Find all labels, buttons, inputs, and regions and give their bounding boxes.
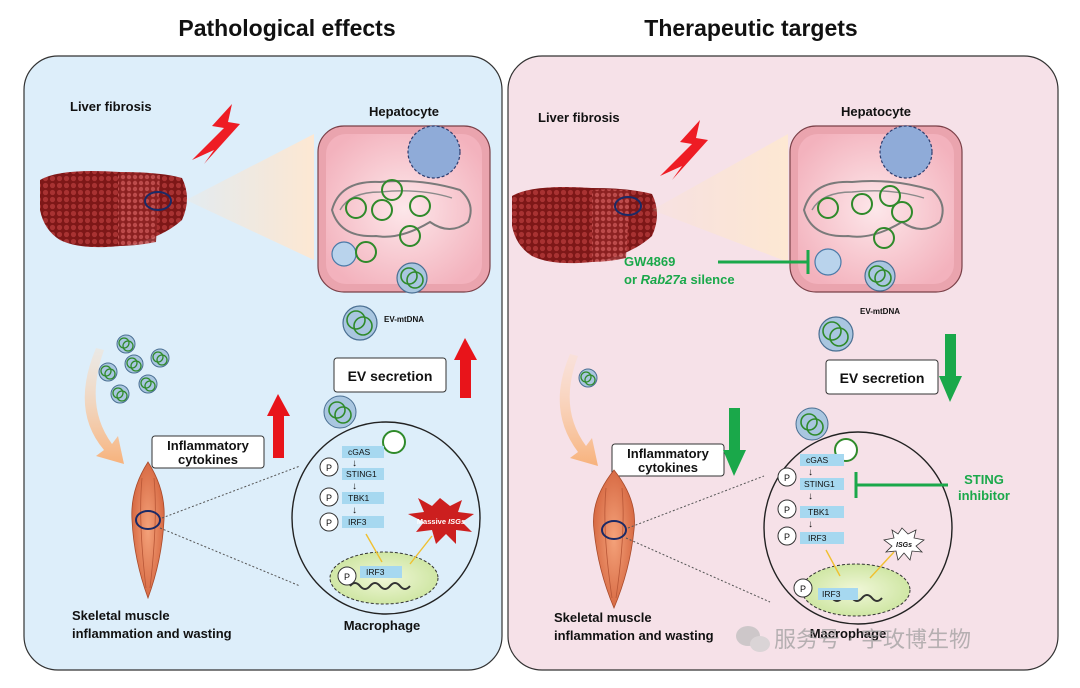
left-ev-secretion-box <box>333 357 447 393</box>
right-blocked-vesicle <box>814 248 842 276</box>
right-ev-mtdna-label: EV-mtDNA <box>860 307 900 316</box>
right-muscle-line1: Skeletal muscle <box>554 610 652 625</box>
right-ev-single <box>578 368 598 388</box>
right-phospho-1: P <box>784 473 790 483</box>
right-inflammatory-box <box>611 443 725 477</box>
right-pathway: cGAS ↓ STING1 ↓ TBK1 ↓ IRF3 P P P P IRF3 <box>777 454 895 600</box>
right-gw4869-line1: GW4869 <box>624 254 675 269</box>
right-isgs-label: ISGs <box>896 542 912 549</box>
right-zoom-line-top <box>627 475 765 529</box>
left-ev-secretion-up-arrow-icon <box>454 338 477 398</box>
left-hepatocyte-label: Hepatocyte <box>369 104 439 119</box>
left-muscle-line1: Skeletal muscle <box>72 608 170 623</box>
left-liver-icon <box>40 171 187 248</box>
left-pathway-cgas-box <box>342 446 384 458</box>
left-curved-arrow-icon <box>84 348 124 464</box>
left-pathway-irf3: IRF3 <box>348 517 367 527</box>
left-phospho-3: P <box>326 518 332 528</box>
svg-text:↓: ↓ <box>352 458 357 469</box>
left-inflammatory-line2: cytokines <box>178 452 238 467</box>
right-nucleus-irf3: IRF3 <box>822 589 841 599</box>
wechat-icon <box>736 626 770 652</box>
right-liver-label: Liver fibrosis <box>538 110 620 125</box>
svg-text:↓: ↓ <box>808 467 813 478</box>
left-pathway-tbk1: TBK1 <box>348 493 370 503</box>
left-ev-cluster <box>98 334 170 404</box>
left-muscle-icon <box>131 461 165 600</box>
right-pathway-sting1: STING1 <box>804 479 835 489</box>
left-zoom-line-bottom <box>159 527 301 587</box>
left-ev-mtdna-label: EV-mtDNA <box>384 315 424 324</box>
left-cytokine-up-arrow-icon <box>267 394 290 458</box>
left-inflammatory-line1: Inflammatory <box>167 438 249 453</box>
left-ev-secretion-label: EV secretion <box>348 368 433 384</box>
right-macrophage-label: Macrophage <box>810 626 887 641</box>
left-zoom-cone <box>186 134 314 260</box>
left-pathway-cgas: cGAS <box>348 447 371 457</box>
right-cytokine-down-arrow-icon <box>723 408 746 476</box>
left-isgs-italic: ISGs <box>448 517 465 526</box>
right-zoom-cone <box>652 134 788 262</box>
left-pathway-sting1: STING1 <box>346 469 377 479</box>
left-massive-isgs-burst: Massive ISGs <box>408 498 474 544</box>
right-pathway-irf3: IRF3 <box>808 533 827 543</box>
left-phospho-1: P <box>326 463 332 473</box>
svg-text:↓: ↓ <box>352 505 357 516</box>
left-panel: Pathological effects Liver fibrosis Hepa… <box>23 15 503 671</box>
right-ev-secretion-box <box>825 359 939 395</box>
left-phospho-2: P <box>326 493 332 503</box>
watermark: 服务号 · 宇玫博生物 <box>736 626 971 653</box>
right-phospho-2: P <box>784 505 790 515</box>
right-phospho-4: P <box>800 584 806 594</box>
left-isgs-word: Massive <box>417 517 446 526</box>
right-gw4869-line2: or Rab27a silence <box>624 272 735 287</box>
right-muscle-icon <box>593 469 635 610</box>
right-hepatocyte-label: Hepatocyte <box>841 104 911 119</box>
left-hepatocyte-cell <box>317 125 491 294</box>
svg-text:↓: ↓ <box>352 481 357 492</box>
right-lightning-icon <box>660 120 708 180</box>
right-curved-arrow-icon <box>559 354 598 466</box>
svg-text:↓: ↓ <box>808 519 813 530</box>
right-inflammatory-line2: cytokines <box>638 460 698 475</box>
right-ev-secretion-down-arrow-icon <box>939 334 962 402</box>
watermark-text: 服务号 · 宇玫博生物 <box>774 628 971 653</box>
left-inflammatory-box <box>151 435 265 469</box>
left-lightning-icon <box>192 104 240 164</box>
right-isgs-burst: ISGs <box>883 527 925 561</box>
right-phospho-3: P <box>784 532 790 542</box>
right-panel: Therapeutic targets Liver fibrosis Hepat… <box>507 15 1059 671</box>
left-liver-label: Liver fibrosis <box>70 99 152 114</box>
left-pathway: cGAS ↓ STING1 ↓ TBK1 ↓ IRF3 P P P P IRF3 <box>319 446 433 586</box>
right-inflammatory-line1: Inflammatory <box>627 446 709 461</box>
left-phospho-4: P <box>344 572 350 582</box>
right-panel-title: Therapeutic targets <box>644 15 857 41</box>
svg-text:Massive ISGs: Massive ISGs <box>417 517 465 526</box>
right-sting-line2: inhibitor <box>958 488 1010 503</box>
right-ev-mtdna-vesicle <box>818 316 854 352</box>
left-zoom-line-top <box>161 465 301 519</box>
right-ev-secretion-label: EV secretion <box>840 370 925 386</box>
right-liver-icon <box>512 187 657 264</box>
right-pathway-tbk1: TBK1 <box>808 507 830 517</box>
left-panel-title: Pathological effects <box>178 15 395 41</box>
right-pathway-cgas: cGAS <box>806 455 829 465</box>
left-macrophage-label: Macrophage <box>344 618 421 633</box>
left-nucleus-icon <box>407 125 461 179</box>
svg-text:↓: ↓ <box>808 491 813 502</box>
right-muscle-line2: inflammation and wasting <box>554 628 714 643</box>
left-nucleus-irf3: IRF3 <box>366 567 385 577</box>
right-sting-line1: STING <box>964 472 1004 487</box>
left-muscle-line2: inflammation and wasting <box>72 626 232 641</box>
left-ev-mtdna-vesicle <box>342 305 378 341</box>
